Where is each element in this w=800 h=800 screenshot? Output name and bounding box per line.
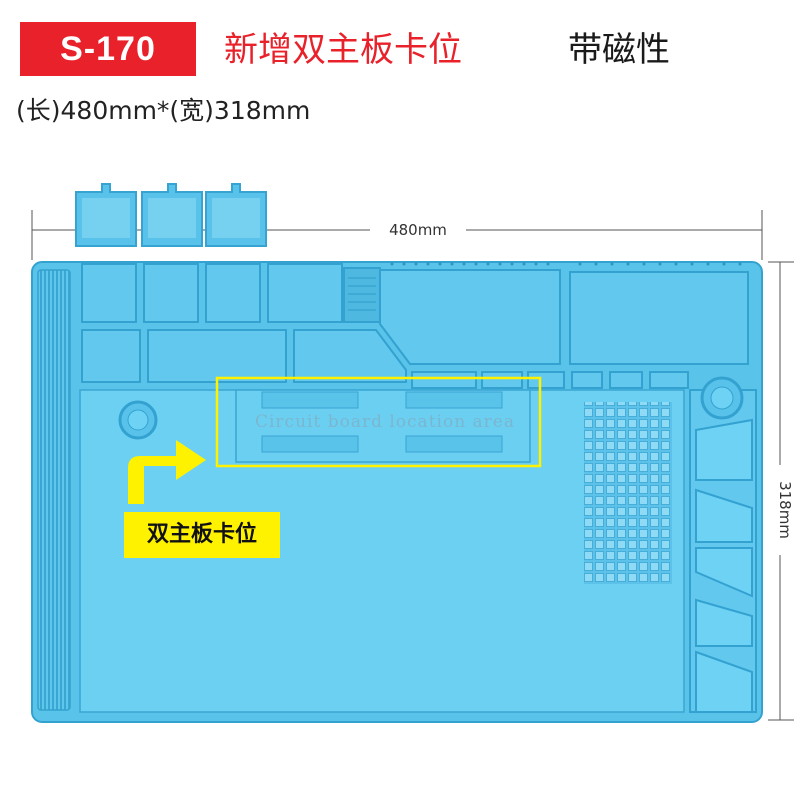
ridge-slots	[348, 277, 376, 311]
ruler-strip	[37, 269, 71, 711]
width-label: 480mm	[370, 220, 466, 240]
storage-tabs	[75, 183, 267, 247]
model-badge: S-170	[20, 22, 196, 76]
callout-label: 双主板卡位	[124, 512, 280, 558]
title-highlight: 新增双主板卡位	[224, 30, 462, 70]
dimensions-text: (长)480mm*(宽)318mm	[16, 96, 311, 125]
highlight-frame	[215, 376, 542, 468]
title-magnetic: 带磁性	[568, 30, 670, 70]
callout-arrow	[128, 440, 206, 504]
tool-slots	[695, 418, 753, 713]
pin-holes	[390, 262, 742, 266]
part-grid	[584, 402, 672, 584]
board-area-text: Circuit board location area	[254, 412, 516, 432]
second-row-compartments	[81, 329, 689, 389]
top-compartments	[81, 263, 749, 365]
height-label: 318mm	[775, 465, 795, 555]
